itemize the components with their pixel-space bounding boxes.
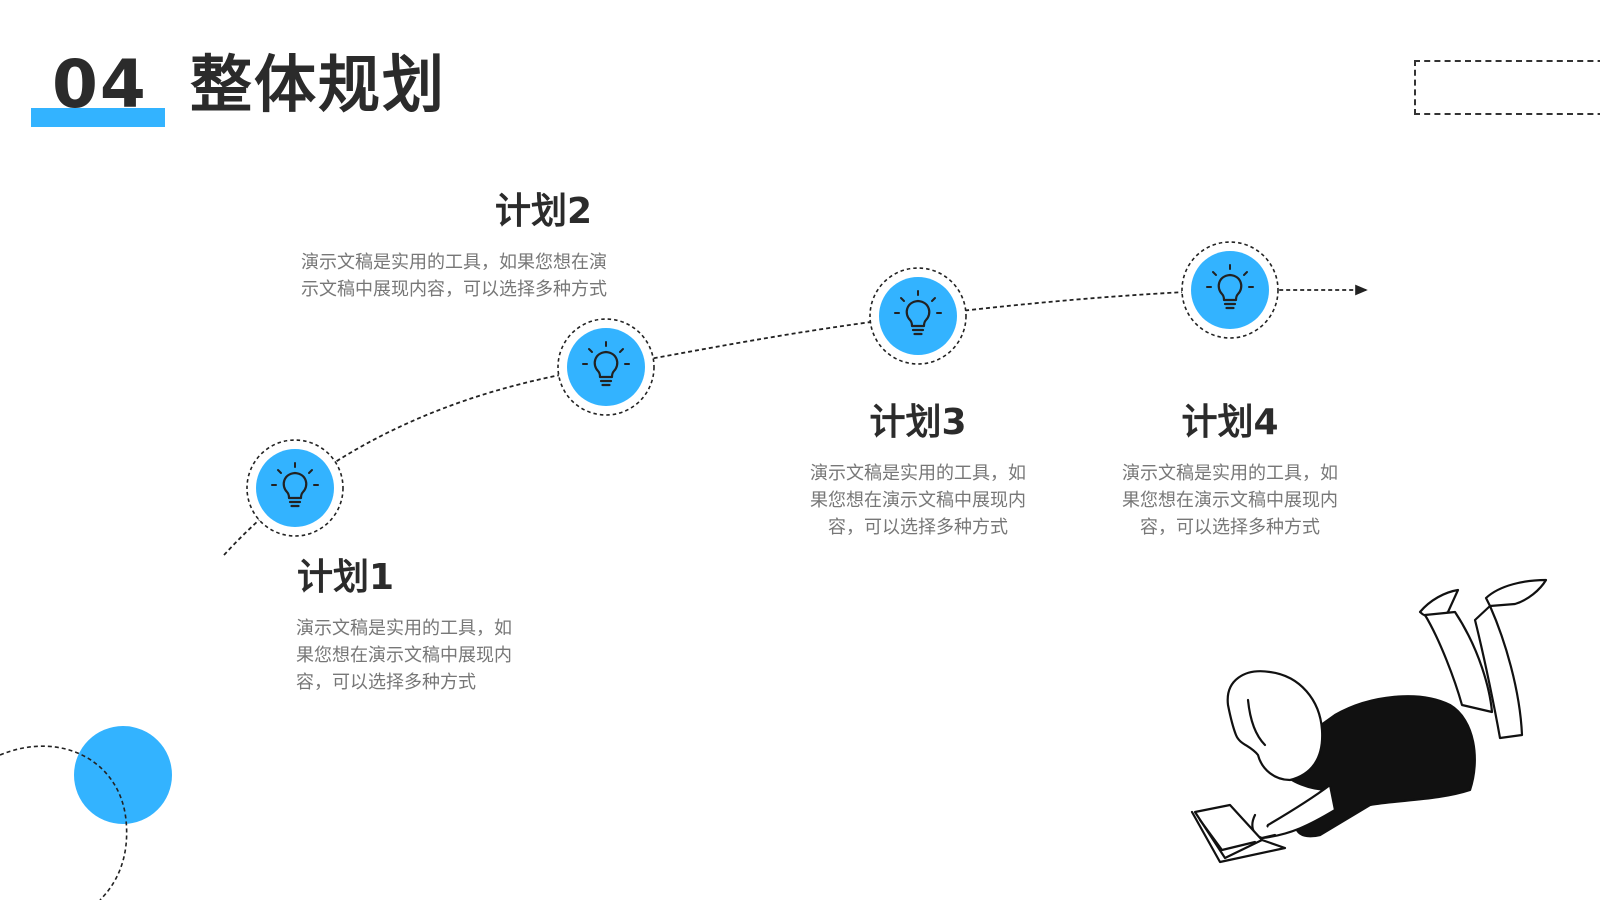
plan-desc-line: 果您想在演示文稿中展现内 (296, 645, 512, 666)
plan-desc-line: 演示文稿是实用的工具，如 (296, 618, 512, 639)
plan-desc-4: 演示文稿是实用的工具，如 果您想在演示文稿中展现内 容，可以选择多种方式 (1100, 460, 1360, 541)
timeline-node-3 (869, 267, 967, 365)
plan-desc-line: 容，可以选择多种方式 (296, 672, 476, 693)
decorative-dashed-arc (0, 745, 128, 900)
plan-desc-line: 果您想在演示文稿中展现内 (810, 490, 1026, 511)
plan-desc-line: 容，可以选择多种方式 (1140, 517, 1320, 538)
plan-desc-line: 演示文稿是实用的工具，如 (810, 463, 1026, 484)
plan-desc-line: 示文稿中展现内容，可以选择多种方式 (301, 279, 607, 300)
decorative-dashed-box (1414, 60, 1600, 115)
plan-desc-3: 演示文稿是实用的工具，如 果您想在演示文稿中展现内 容，可以选择多种方式 (788, 460, 1048, 541)
timeline-node-2 (557, 318, 655, 416)
plan-desc-line: 容，可以选择多种方式 (828, 517, 1008, 538)
title-accent-bar (31, 108, 165, 127)
decorative-blue-circle (74, 726, 172, 824)
timeline-node-1 (246, 439, 344, 537)
section-number: 04 (52, 46, 148, 123)
plan-title-3: 计划3 (869, 402, 967, 443)
plan-desc-line: 演示文稿是实用的工具，如 (1122, 463, 1338, 484)
plan-title-2: 计划2 (495, 191, 593, 232)
plan-title-4: 计划4 (1181, 402, 1279, 443)
plan-desc-1: 演示文稿是实用的工具，如 果您想在演示文稿中展现内 容，可以选择多种方式 (296, 615, 556, 696)
person-reading-illustration (1190, 578, 1548, 864)
plan-desc-line: 演示文稿是实用的工具，如果您想在演 (301, 252, 607, 273)
plan-title-1: 计划1 (297, 557, 395, 598)
timeline-node-4 (1181, 241, 1279, 339)
page-title: 整体规划 (190, 48, 447, 121)
plan-desc-2: 演示文稿是实用的工具，如果您想在演 示文稿中展现内容，可以选择多种方式 (240, 249, 607, 303)
plan-desc-line: 果您想在演示文稿中展现内 (1122, 490, 1338, 511)
